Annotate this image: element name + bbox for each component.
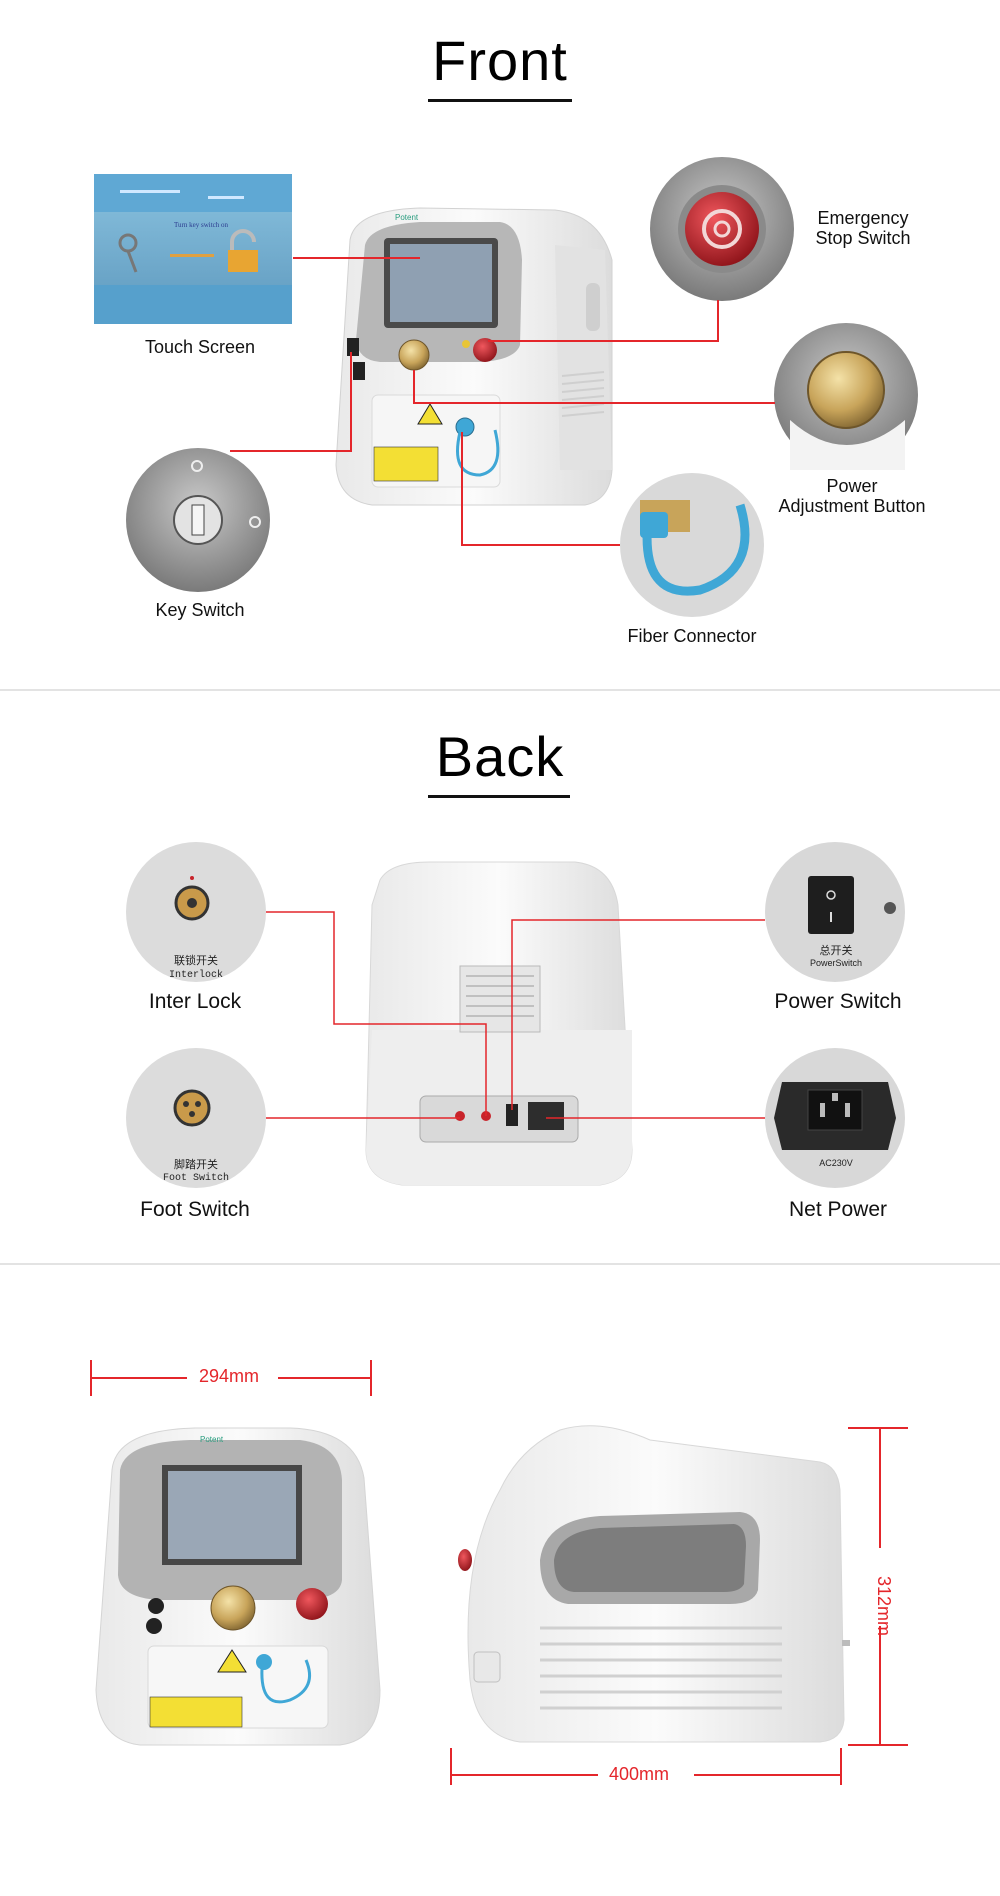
screen-prompt-text: Turn key switch on (174, 221, 228, 229)
label-inter-lock: Inter Lock (148, 990, 242, 1013)
label-key-switch: Key Switch (155, 600, 245, 620)
back-title: Back (435, 725, 565, 788)
dimension-front-view-device: Potent (95, 1427, 381, 1746)
leader-power-adjustment (413, 370, 775, 404)
depth-dimension-label: 400mm (609, 1764, 670, 1784)
front-title: Front (432, 29, 568, 92)
front-diagram: Turn key switch on Potent (94, 157, 918, 617)
interlock-cn-text: 联锁开关 (174, 953, 218, 967)
leader-power-switch (511, 919, 765, 1110)
label-emergency-stop: Emergency Stop Switch (788, 208, 938, 248)
label-power-adjustment-line2: Adjustment Button (778, 496, 926, 516)
front-device-illustration: Potent (335, 207, 613, 506)
label-power-switch: Power Switch (774, 990, 902, 1013)
foot-switch-closeup (126, 1048, 266, 1188)
svg-text:Potent: Potent (200, 1435, 224, 1444)
leader-emergency-stop (488, 300, 719, 342)
section-divider-2 (0, 1263, 1000, 1265)
back-title-underline (428, 795, 570, 798)
dimension-side-view-device (458, 1425, 850, 1743)
leader-inter-lock (266, 911, 487, 1116)
label-foot-switch: Foot Switch (140, 1198, 250, 1221)
section-divider-1 (0, 689, 1000, 691)
back-leader-lines (266, 911, 765, 1119)
padlock-icon (228, 229, 258, 272)
label-fiber-connector: Fiber Connector (627, 626, 757, 646)
power-en-text: PowerSwitch (810, 958, 862, 968)
ac-voltage-text: AC230V (819, 1158, 853, 1168)
net-power-closeup (765, 1048, 905, 1188)
front-leader-lines (230, 257, 775, 546)
back-device-illustration (365, 861, 633, 1186)
front-title-underline (428, 99, 572, 102)
key-switch-closeup (126, 448, 270, 592)
label-net-power: Net Power (788, 1198, 888, 1221)
fiber-connector-closeup (620, 473, 764, 617)
foot-en-text: Foot Switch (163, 1172, 229, 1184)
leader-key-switch (230, 352, 352, 452)
interlock-en-text: Interlock (169, 969, 223, 981)
label-emergency-stop-line2: Stop Switch (815, 228, 911, 248)
inter-lock-closeup (126, 842, 266, 982)
dimension-lines (90, 1360, 908, 1785)
foot-cn-text: 脚踏开关 (174, 1157, 218, 1171)
width-dimension-label: 294mm (199, 1366, 260, 1386)
svg-text:Potent: Potent (395, 213, 419, 222)
label-touch-screen: Touch Screen (144, 337, 256, 357)
label-power-adjustment: Power Adjustment Button (752, 476, 952, 516)
emergency-stop-closeup (650, 157, 794, 301)
power-adjustment-closeup (774, 323, 918, 470)
power-cn-text: 总开关 (820, 943, 853, 957)
key-icon (118, 233, 138, 273)
leader-fiber-connector (461, 432, 620, 546)
label-power-adjustment-line1: Power (826, 476, 878, 496)
touch-screen-thumbnail (94, 174, 292, 324)
power-switch-closeup (765, 842, 905, 982)
height-dimension-label: 312mm (874, 1576, 894, 1637)
label-emergency-stop-line1: Emergency (817, 208, 909, 228)
